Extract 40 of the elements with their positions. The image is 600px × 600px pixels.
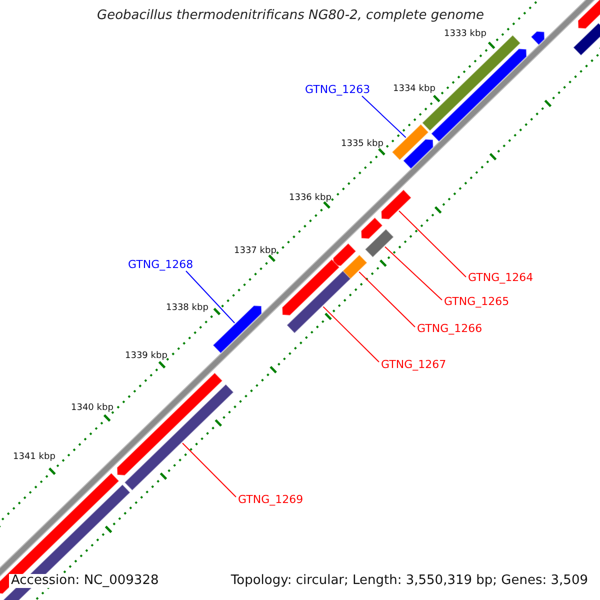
genome-stats: Topology: circular; Length: 3,550,319 bp; Genes: 3,509 (228, 574, 590, 588)
gene-label: GTNG_1265 (444, 296, 510, 308)
gene-bar (332, 242, 357, 266)
gene-bar (530, 30, 545, 46)
gene-bar (380, 189, 412, 220)
gene-bar (360, 216, 384, 240)
title: Geobacillus thermodenitrificans NG80-2, complete genome (97, 9, 484, 24)
tick-label: 1338 kbp (166, 304, 208, 314)
gene-bar (572, 22, 600, 56)
tick-label: 1339 kbp (125, 352, 168, 362)
gene-bar (212, 305, 262, 354)
gene-bar (124, 384, 234, 492)
leader-line (362, 96, 406, 138)
leader-line (182, 442, 236, 498)
gene-bar (391, 124, 430, 161)
leader-line (322, 306, 380, 362)
accession-label: Accession: NC_009328 (9, 574, 161, 588)
leader-line (398, 210, 466, 278)
gene-bar (578, 0, 600, 30)
tick-label: 1341 kbp (13, 453, 56, 463)
tick-label: 1340 kbp (71, 404, 114, 414)
gene-label: GTNG_1266 (417, 323, 482, 336)
gene-bar (286, 270, 352, 334)
leader-line (358, 271, 416, 328)
gene-label: GTNG_1267 (381, 359, 446, 372)
gene-bar (116, 372, 224, 476)
gene-label: GTNG_1264 (468, 272, 534, 284)
gene-label: GTNG_1268 (128, 259, 194, 272)
leader-line (384, 246, 442, 300)
gene-label: GTNG_1263 (305, 84, 370, 96)
tick-label: 1334 kbp (393, 85, 436, 95)
leader-line (186, 270, 236, 324)
gene-bar (364, 228, 394, 258)
tick-label: 1335 kbp (341, 140, 384, 150)
gene-bar (282, 258, 340, 316)
gene-label: GTNG_1269 (238, 494, 304, 506)
tick-label: 1337 kbp (234, 247, 276, 257)
tick-label: 1333 kbp (444, 30, 486, 40)
tick-label: 1336 kbp (289, 194, 332, 204)
gene-bar (402, 138, 434, 170)
